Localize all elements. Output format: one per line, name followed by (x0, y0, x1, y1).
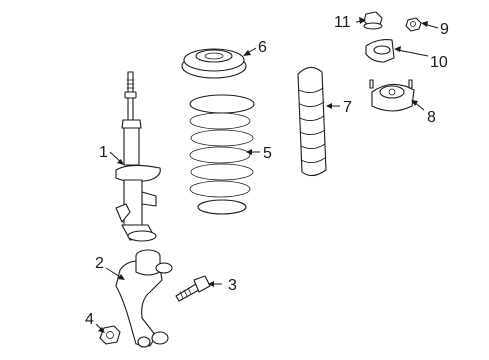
lower-control-arm (115, 249, 173, 348)
bolt (175, 275, 211, 302)
callout-1: 1 (99, 144, 108, 161)
callout-6: 6 (258, 39, 267, 56)
strut-mount (369, 79, 415, 112)
leader-lines (95, 17, 439, 333)
flange-nut (363, 11, 383, 30)
strut-assembly (115, 71, 161, 242)
coil-spring (189, 94, 255, 215)
mount-nut (405, 17, 422, 32)
callout-10: 10 (430, 54, 448, 71)
callout-3: 3 (228, 277, 237, 294)
callout-7: 7 (343, 99, 352, 116)
callout-8: 8 (427, 109, 436, 126)
callout-5: 5 (263, 145, 272, 162)
nut (99, 325, 121, 345)
callout-4: 4 (85, 311, 94, 328)
callout-2: 2 (95, 255, 104, 272)
callout-9: 9 (440, 21, 449, 38)
spring-seat (181, 48, 247, 79)
dust-boot (297, 66, 327, 177)
callout-11: 11 (334, 14, 351, 31)
upper-plate (365, 39, 395, 63)
